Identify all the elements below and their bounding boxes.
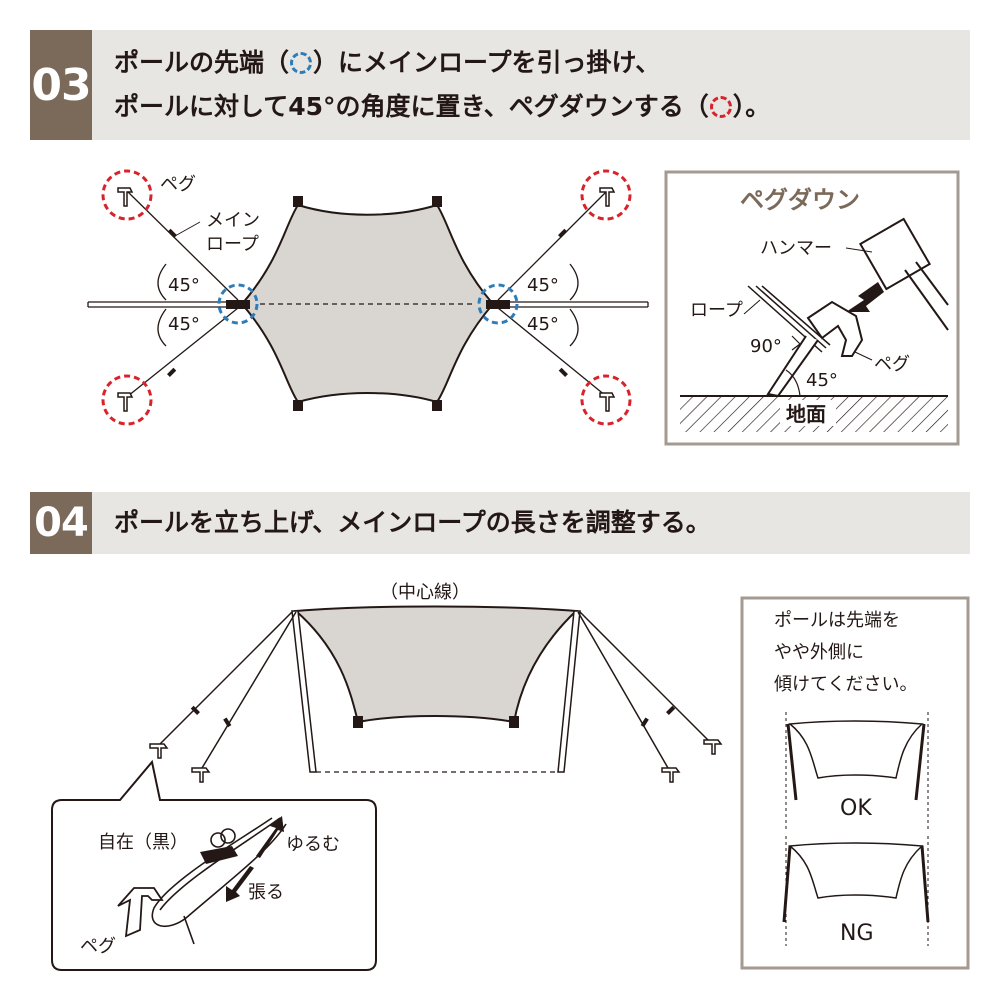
peg-marker-top-right — [580, 169, 632, 221]
peg-icon-left-2 — [191, 767, 211, 783]
ok-label: OK — [840, 796, 872, 821]
step03-number: 03 — [30, 30, 92, 140]
peg-icon-left-1 — [149, 743, 169, 759]
peg-callout-label: ペグ — [80, 936, 116, 957]
peg-icon-right-1 — [703, 739, 723, 755]
peg-label-top: ペグ — [160, 174, 196, 195]
peg-in-callout — [117, 887, 164, 938]
peg-illustration — [766, 300, 864, 398]
angle-label-right-upper: 45° — [527, 275, 559, 296]
peg-label: ペグ — [874, 354, 910, 375]
blue-dashed-circle-icon — [290, 52, 313, 74]
jizai-label: 自在（黒） — [98, 832, 188, 853]
ground-label: 地面 — [786, 402, 826, 426]
main-rope-label-1: メイン — [206, 210, 260, 231]
loosen-arrow-icon — [256, 816, 284, 858]
ok-diagram: OK — [785, 712, 929, 830]
note-line-3: 傾けてください。 — [774, 674, 917, 695]
step04-number: 04 — [30, 492, 92, 554]
hammer-illustration — [858, 217, 949, 331]
adjuster-callout: 自在（黒） ゆるむ 張る ペグ — [51, 759, 377, 971]
centerline-label: （中心線） — [380, 582, 470, 603]
peg-icon-right-2 — [661, 767, 681, 783]
step04-text: ポールを立ち上げ、メインロープの長さを調整する。 — [114, 508, 711, 537]
note-line-1: ポールは先端を — [774, 610, 900, 631]
pole-right-standing — [557, 610, 581, 773]
step03-line2: ポールに対して45°の角度に置き、ペグダウンする（）。 — [114, 92, 771, 121]
pole-tilt-note-panel: ポールは先端を やや外側に 傾けてください。 OK NG — [740, 596, 970, 970]
note-line-2: やや外側に — [774, 642, 864, 663]
tighten-arrow-icon — [226, 866, 254, 902]
step04-side-view: （中心線） — [149, 582, 723, 783]
pole-left-standing — [291, 610, 317, 773]
adjuster-icon — [200, 846, 238, 864]
peg-marker-top-left — [101, 169, 153, 221]
rope-left-lower — [127, 307, 239, 397]
pegdown-title: ペグダウン — [740, 186, 860, 214]
rope-right-upper — [497, 191, 607, 301]
angle-label-right-lower: 45° — [527, 314, 559, 335]
tarp-side-view — [293, 605, 579, 724]
rope-label: ロープ — [690, 300, 743, 321]
tighten-label: 張る — [248, 882, 284, 903]
pole-tip-marker-left — [217, 283, 259, 325]
angle-label-left-lower: 45° — [168, 314, 200, 335]
hammer-label: ハンマー — [760, 238, 832, 259]
step03-top-view: ペグ メイン ロープ 45° 45° 45° 45° — [87, 169, 649, 426]
rope-right-lower — [497, 307, 607, 397]
step03-header: 03 ポールの先端（）にメインロープを引っ掛け、 ポールに対して45°の角度に置… — [30, 30, 970, 140]
hammer-arrow-icon — [846, 282, 884, 312]
main-rope-label-2: ロープ — [206, 234, 259, 255]
pegdown-panel: ペグダウン ハンマー ロープ 90° ペグ 45° — [664, 170, 960, 446]
peg-marker-bottom-left — [101, 374, 153, 426]
loosen-label: ゆるむ — [286, 834, 340, 855]
ng-label: NG — [840, 921, 874, 946]
angle-45-label: 45° — [806, 370, 838, 391]
ng-diagram: NG — [782, 836, 930, 946]
red-dashed-circle-icon — [709, 96, 732, 118]
angle-label-left-upper: 45° — [168, 275, 200, 296]
angle-90-label: 90° — [750, 336, 782, 357]
pole-tip-marker-right — [477, 283, 519, 325]
step04-header: 04 ポールを立ち上げ、メインロープの長さを調整する。 — [30, 492, 970, 554]
peg-marker-bottom-right — [580, 374, 632, 426]
step03-line1: ポールの先端（）にメインロープを引っ掛け、 — [114, 48, 661, 77]
